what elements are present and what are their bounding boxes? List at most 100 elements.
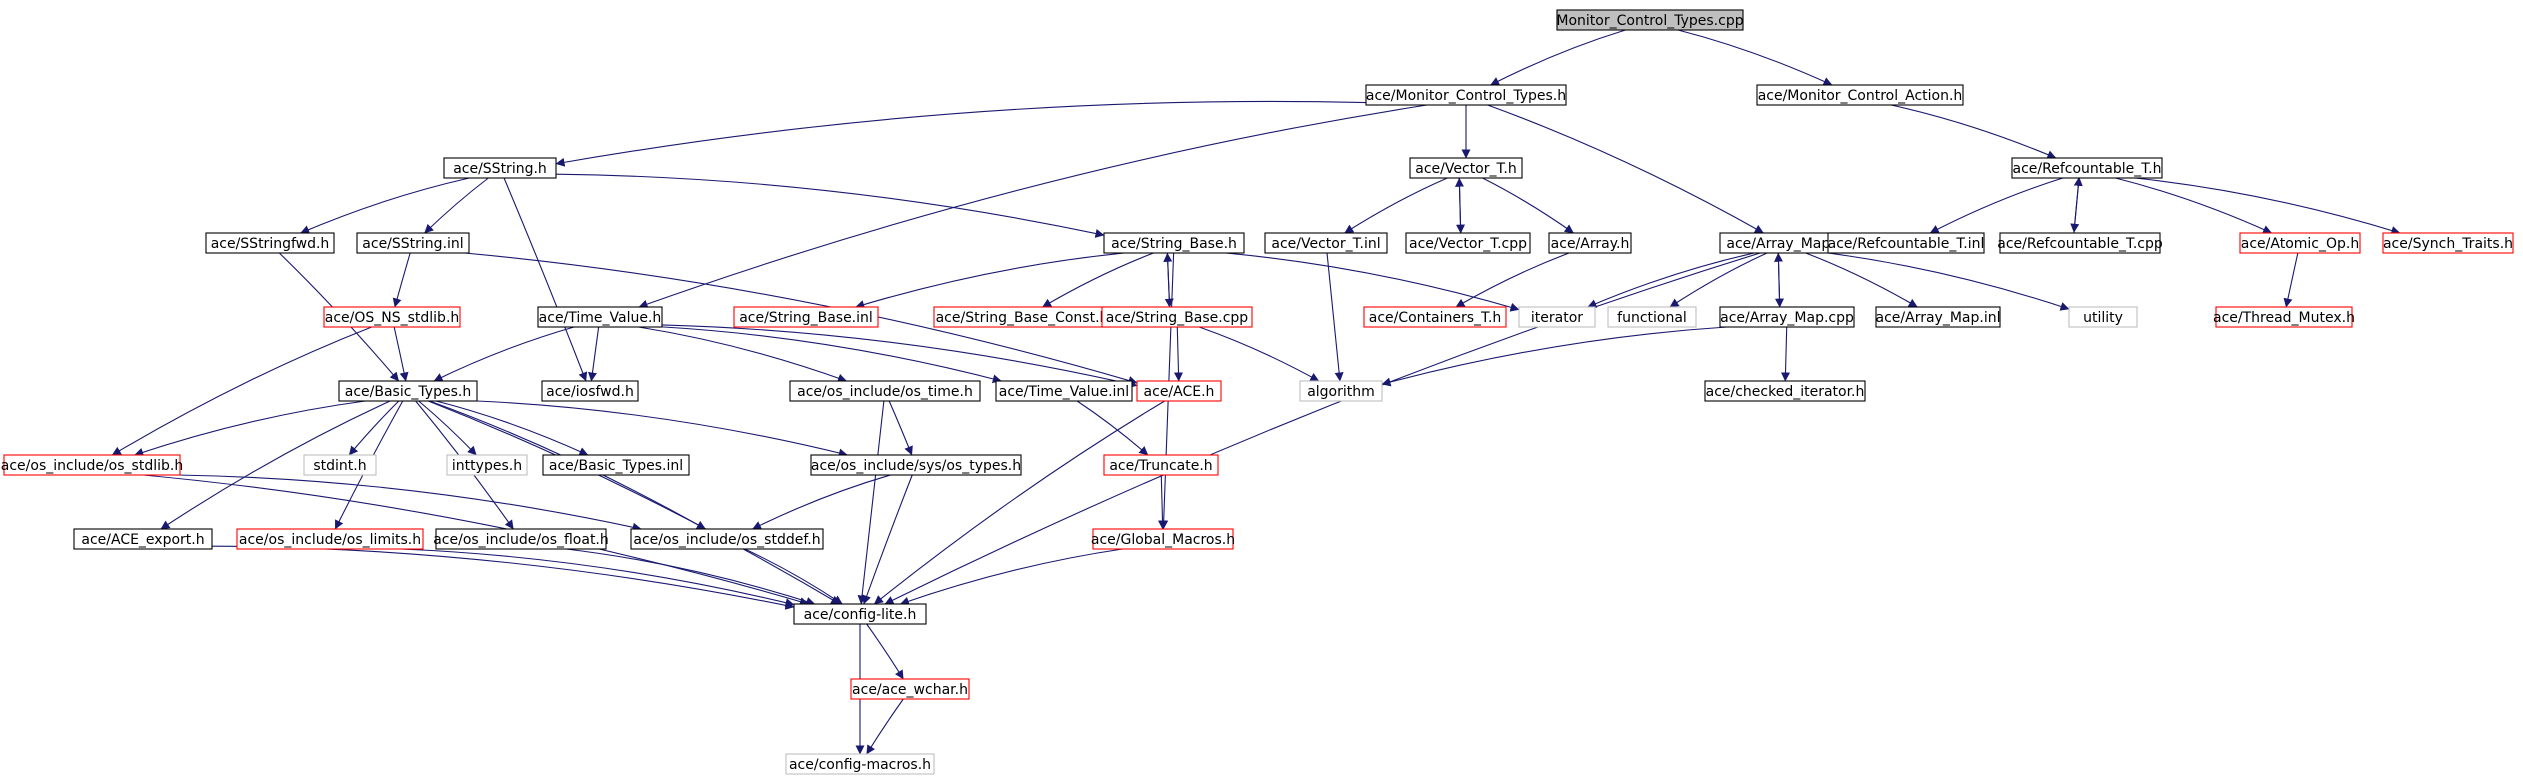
node-os-stddef-h[interactable]: ace/os_include/os_stddef.h [630, 528, 824, 550]
node-mca-h[interactable]: ace/Monitor_Control_Action.h [1756, 84, 1964, 106]
edge-truncate_h-to-global_macros_h [1158, 474, 1167, 530]
node-box [810, 454, 1022, 476]
node-label: ace/Monitor_Control_Types.h [1366, 88, 1566, 104]
node-config-macros-h: ace/config-macros.h [785, 753, 935, 775]
node-global-macros-h[interactable]: ace/Global_Macros.h [1091, 528, 1235, 550]
node-label: ace/Array_Map.cpp [1720, 310, 1854, 326]
node-os-stdlib-h[interactable]: ace/os_include/os_stdlib.h [1, 454, 183, 476]
node-refcountable-inl[interactable]: ace/Refcountable_T.inl [1827, 232, 1985, 254]
node-os-time-h[interactable]: ace/os_include/os_time.h [789, 380, 981, 402]
node-box [1827, 232, 1985, 254]
node-label: ace/Time_Value.h [539, 310, 662, 326]
edge-ace_h-to-config_lite_h [873, 400, 1165, 605]
edge-basic_types_h-to-config_lite_h [428, 400, 841, 605]
node-basic-types-h[interactable]: ace/Basic_Types.h [338, 380, 478, 402]
edge-os_ns_stdlib_h-to-basic_types_h [393, 326, 409, 382]
edge-array_map_h-to-array_map_inl [1805, 252, 1918, 308]
node-box [446, 454, 528, 476]
node-box [995, 380, 1133, 402]
node-functional: functional [1607, 306, 1697, 328]
node-string-base-inl[interactable]: ace/String_Base.inl [733, 306, 879, 328]
node-label: algorithm [1307, 384, 1375, 400]
node-time-value-inl[interactable]: ace/Time_Value.inl [995, 380, 1133, 402]
node-sstring-inl[interactable]: ace/SString.inl [356, 232, 470, 254]
node-label: ace/config-macros.h [789, 757, 931, 773]
node-array-map-inl[interactable]: ace/Array_Map.inl [1875, 306, 2001, 328]
edge-mct_h-to-sstring_h [555, 100, 1367, 167]
node-array-map-h[interactable]: ace/Array_Map.h [1719, 232, 1851, 254]
edge-time_value_inl-to-truncate_h [1076, 400, 1149, 456]
node-sstring-h[interactable]: ace/SString.h [443, 157, 557, 179]
edge-time_value_h-to-time_value_inl [661, 326, 1002, 384]
edge-string_base_cpp-to-string_base_h [1163, 252, 1173, 308]
node-label: functional [1617, 310, 1687, 326]
node-label: ace/Containers_T.h [1369, 310, 1502, 326]
node-refcountable-cpp[interactable]: ace/Refcountable_T.cpp [1997, 232, 2163, 254]
node-synch-traits-h[interactable]: ace/Synch_Traits.h [2382, 232, 2514, 254]
edge-string_base_h-to-string_base_inl [855, 252, 1125, 309]
edge-os_stdlib_h-to-config_lite_h [143, 474, 809, 606]
edge-string_base_h-to-iterator [1225, 252, 1520, 312]
node-iosfwd-h[interactable]: ace/iosfwd.h [541, 380, 639, 402]
edge-array_map_cpp-to-checked_iterator_h [1781, 326, 1790, 382]
edge-basic_types_h-to-basic_types_inl [435, 400, 589, 456]
edge-vector_inl-to-algorithm [1326, 252, 1344, 382]
node-box [793, 603, 927, 625]
edge-array_map_cpp-to-array_map_h [1774, 252, 1783, 308]
node-os-limits-h[interactable]: ace/os_include/os_limits.h [236, 528, 424, 550]
node-box [1607, 306, 1697, 328]
node-layer: Monitor_Control_Types.cpp ace/Monitor_Con… [1, 9, 2514, 775]
node-vector-h[interactable]: ace/Vector_T.h [1409, 157, 1523, 179]
node-sstringfwd-h[interactable]: ace/SStringfwd.h [205, 232, 335, 254]
node-refcountable-h[interactable]: ace/Refcountable_T.h [2011, 157, 2163, 179]
node-basic-types-inl[interactable]: ace/Basic_Types.inl [542, 454, 690, 476]
node-string-base-h[interactable]: ace/String_Base.h [1103, 232, 1245, 254]
node-box [2239, 232, 2361, 254]
edge-ace_export_h-to-config_lite_h [211, 545, 795, 610]
node-box [356, 232, 470, 254]
edge-string_base_cpp-to-algorithm [1198, 326, 1320, 382]
node-box [1556, 9, 1744, 31]
node-os-float-h[interactable]: ace/os_include/os_float.h [433, 528, 609, 550]
node-config-lite-h[interactable]: ace/config-lite.h [793, 603, 927, 625]
node-array-h[interactable]: ace/Array.h [1548, 232, 1632, 254]
node-box [1092, 528, 1234, 550]
node-label: ace/Global_Macros.h [1091, 532, 1235, 548]
node-mct-h[interactable]: ace/Monitor_Control_Types.h [1365, 84, 1567, 106]
node-time-value-h[interactable]: ace/Time_Value.h [537, 306, 663, 328]
edge-refcountable_h-to-atomic_op_h [2115, 177, 2273, 234]
node-box [1363, 306, 1507, 328]
node-atomic-op-h[interactable]: ace/Atomic_Op.h [2239, 232, 2361, 254]
node-ace-h[interactable]: ace/ACE.h [1136, 380, 1222, 402]
node-containers-h[interactable]: ace/Containers_T.h [1363, 306, 1507, 328]
node-root[interactable]: Monitor_Control_Types.cpp [1556, 9, 1744, 31]
node-os-ns-stdlib-h[interactable]: ace/OS_NS_stdlib.h [323, 306, 461, 328]
node-box [2011, 157, 2163, 179]
node-truncate-h[interactable]: ace/Truncate.h [1103, 454, 1219, 476]
node-ace-export-h[interactable]: ace/ACE_export.h [73, 528, 213, 550]
node-array-map-cpp[interactable]: ace/Array_Map.cpp [1719, 306, 1855, 328]
node-string-base-cpp[interactable]: ace/String_Base.cpp [1101, 306, 1253, 328]
edge-mca_h-to-refcountable_h [1890, 104, 2057, 159]
node-label: ace/SStringfwd.h [211, 236, 330, 252]
node-vector-cpp[interactable]: ace/Vector_T.cpp [1405, 232, 1531, 254]
node-box [1365, 84, 1567, 106]
node-string-base-const-h[interactable]: ace/String_Base_Const.h [933, 306, 1111, 328]
node-checked-iterator-h[interactable]: ace/checked_iterator.h [1704, 380, 1866, 402]
edge-config_lite_h-to-ace_wchar_h [866, 623, 904, 680]
node-inttypes-h: inttypes.h [446, 454, 528, 476]
node-thread-mutex-h[interactable]: ace/Thread_Mutex.h [2213, 306, 2355, 328]
node-ace-wchar-h[interactable]: ace/ace_wchar.h [850, 678, 970, 700]
node-label: utility [2083, 310, 2123, 326]
node-vector-inl[interactable]: ace/Vector_T.inl [1264, 232, 1388, 254]
node-box [1136, 380, 1222, 402]
edge-root-to-mca_h [1677, 29, 1833, 86]
edge-time_value_h-to-ace_h [661, 324, 1138, 389]
node-box [73, 528, 213, 550]
node-box [541, 380, 639, 402]
node-label: ace/ace_wchar.h [852, 682, 968, 698]
node-sys-os-types-h[interactable]: ace/os_include/sys/os_types.h [810, 454, 1022, 476]
edge-sstring_h-to-sstring_inl [424, 177, 489, 234]
node-label: ace/OS_NS_stdlib.h [325, 310, 460, 326]
